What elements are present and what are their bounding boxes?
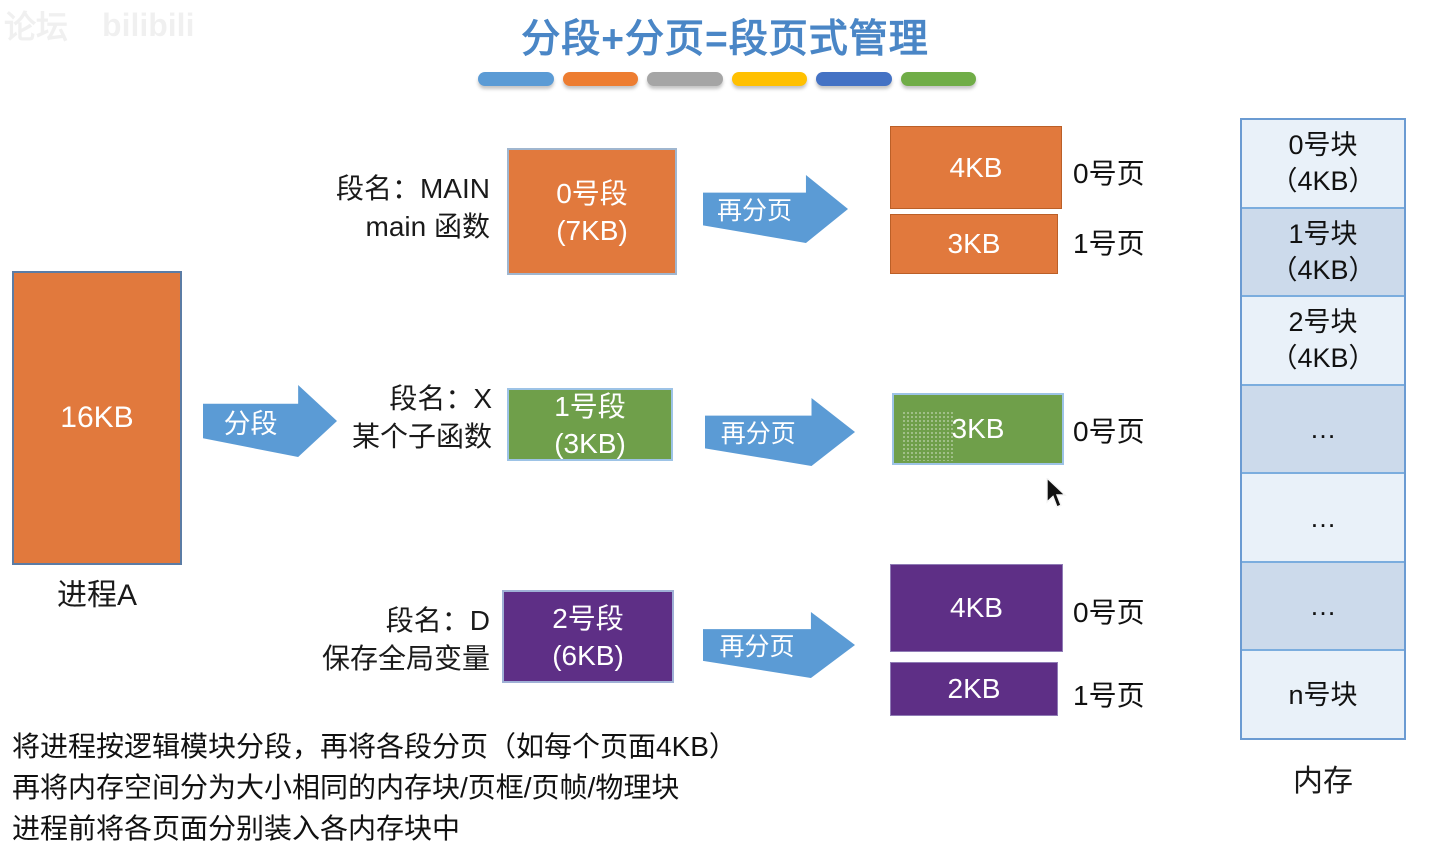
watermark-forum-text: 论坛: [4, 9, 69, 45]
segment-box-line1: 1号段: [554, 390, 626, 422]
memory-block-3: …: [1242, 385, 1404, 475]
repage-arrow-0: 再分页: [703, 175, 848, 243]
memory-block-name: …: [1309, 591, 1337, 622]
process-box: 16KB: [12, 271, 182, 565]
memory-block-name: …: [1309, 502, 1337, 533]
page-box-seg0-page1: 3KB: [890, 214, 1058, 274]
underline-bar-blue: [478, 72, 554, 86]
memory-block-0: 0号块 （4KB）: [1242, 120, 1404, 209]
underline-bar-orange: [562, 72, 638, 86]
page-size: 4KB: [949, 151, 1003, 183]
segment-name-line1: 段名：X: [389, 383, 492, 414]
segment-box-1: 1号段 (3KB): [507, 388, 673, 461]
memory-block-size: （4KB）: [1270, 343, 1376, 374]
memory-block-name: n号块: [1288, 679, 1358, 710]
mouse-cursor-icon: [1046, 478, 1067, 508]
segment-name-line2: 保存全局变量: [321, 643, 490, 674]
repage-arrow-label: 再分页: [720, 420, 796, 448]
memory-block-2: 2号块 （4KB）: [1242, 297, 1404, 386]
page-label-seg2-page1: 1号页: [1073, 680, 1145, 711]
repage-arrow-label: 再分页: [716, 197, 792, 225]
segment-box-line1: 0号段: [556, 177, 628, 209]
page-size: 4KB: [950, 592, 1003, 623]
memory-block-5: …: [1242, 562, 1404, 652]
note-line-3: 进程前将各页面分别装入各内存块中: [12, 813, 461, 842]
watermark: 论坛 bilibili: [4, 2, 194, 48]
memory-block-1: 1号块 （4KB）: [1242, 208, 1404, 298]
memory-column: 0号块 （4KB） 1号块 （4KB） 2号块 （4KB） … … … n号块: [1240, 118, 1406, 740]
segment-name-line2: 某个子函数: [351, 421, 492, 452]
underline-bar-yellow: [731, 72, 807, 86]
segment-box-line2: (6KB): [552, 639, 624, 671]
page-label-seg0-page1: 1号页: [1073, 228, 1145, 259]
segment-box-line2: (7KB): [556, 214, 628, 246]
memory-block-name: 0号块: [1288, 130, 1358, 161]
segment-name-x: 段名：X 某个子函数: [232, 380, 492, 456]
process-name-label: 进程A: [56, 579, 137, 612]
memory-block-size: （4KB）: [1270, 254, 1376, 285]
memory-block-4: …: [1242, 474, 1404, 563]
repage-arrow-label: 再分页: [719, 633, 795, 661]
memory-title: 内存: [1293, 765, 1353, 798]
page-size: 3KB: [947, 228, 1001, 259]
segment-box-line2: (3KB): [554, 427, 626, 459]
page-label-seg1-page0: 0号页: [1073, 416, 1145, 447]
segment-box-line1: 2号段: [552, 602, 624, 634]
underline-bar-darkblue: [816, 72, 892, 86]
segment-name-main: 段名：MAIN main 函数: [230, 170, 490, 246]
page-label-seg2-page0: 0号页: [1073, 597, 1145, 628]
underline-bar-gray: [647, 72, 723, 86]
segment-name-line2: main 函数: [365, 211, 490, 242]
memory-block-name: …: [1309, 414, 1337, 445]
memory-block-name: 1号块: [1288, 218, 1358, 249]
page-box-seg2-page0: 4KB: [890, 564, 1063, 652]
page-box-seg0-page0: 4KB: [890, 126, 1062, 209]
page-size: 3KB: [951, 413, 1005, 444]
page-box-seg1-page0: 3KB: [892, 393, 1064, 465]
memory-block-n: n号块: [1242, 651, 1404, 739]
segment-box-0: 0号段 (7KB): [507, 148, 677, 275]
segment-arrow-label: 分段: [223, 408, 278, 439]
note-line-1: 将进程按逻辑模块分段，再将各段分页（如每个页面4KB）: [12, 731, 737, 762]
segment-box-2: 2号段 (6KB): [502, 590, 674, 683]
segment-name-line1: 段名：D: [385, 605, 490, 636]
note-line-2: 再将内存空间分为大小相同的内存块/页框/页帧/物理块: [12, 772, 680, 803]
video-artifact: [902, 411, 954, 461]
process-size-label: 16KB: [60, 401, 134, 434]
memory-block-size: （4KB）: [1270, 166, 1376, 197]
page-size: 2KB: [947, 673, 1001, 704]
underline-bar-green: [900, 72, 976, 86]
page-label-seg0-page0: 0号页: [1073, 158, 1145, 189]
memory-block-name: 2号块: [1288, 307, 1358, 338]
repage-arrow-2: 再分页: [703, 612, 855, 678]
repage-arrow-1: 再分页: [705, 398, 855, 466]
segment-name-line1: 段名：MAIN: [335, 173, 490, 204]
bilibili-logo: bilibili: [102, 6, 195, 43]
segment-name-d: 段名：D 保存全局变量: [230, 602, 490, 678]
page-box-seg2-page1: 2KB: [890, 662, 1058, 716]
title-underline-bars: [478, 72, 976, 86]
notes: 将进程按逻辑模块分段，再将各段分页（如每个页面4KB） 再将内存空间分为大小相同…: [12, 726, 842, 842]
page-title: 分段+分页=段页式管理: [521, 18, 929, 61]
